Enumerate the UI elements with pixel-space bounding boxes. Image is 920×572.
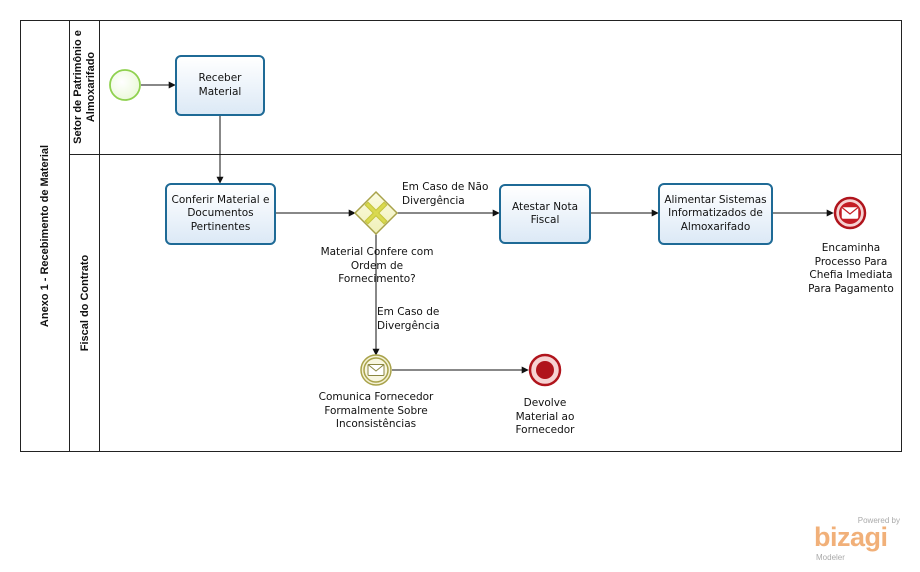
end-event-devolve [528,353,562,387]
modeler-text: Modeler [816,553,845,562]
devolve-label: Devolve Material ao Fornecedor [515,397,575,436]
bizagi-logo: bizagi [814,522,888,552]
pool [20,20,902,452]
exclusive-gateway [353,190,399,236]
lane-label-setor: Setor de Patrimônio e Almoxarifado [70,20,100,154]
powered-by-text: Powered by [857,516,900,525]
message-end-event [833,196,867,230]
lane-label-fiscal: Fiscal do Contrato [70,154,100,452]
message-intermediate-event [360,354,392,386]
encaminha-label: Encaminha Processo Para Chefia Imediata … [808,242,894,295]
task-conferir-material[interactable]: Conferir Material e Documentos Pertinent… [165,183,276,245]
task-alimentar-sistemas[interactable]: Alimentar Sistemas Informatizados de Alm… [658,183,773,245]
gateway-label: Material Confere com Ordem de Fornecimen… [320,246,434,285]
task-atestar-nota-fiscal[interactable]: Atestar Nota Fiscal [499,184,591,244]
comunica-label: Comunica Fornecedor Formalmente Sobre In… [318,391,434,430]
lane-separator [70,154,902,155]
flow-label-divergencia: Em Caso de Divergência [377,306,440,332]
task-receber-material[interactable]: Receber Material [175,55,265,116]
flow-label-nao-divergencia: Em Caso de Não Divergência [402,181,489,207]
pool-label: Anexo 1 - Recebimento de Material [20,20,70,452]
start-event [109,69,141,101]
bizagi-branding: Powered by bizagi Modeler [812,516,904,566]
